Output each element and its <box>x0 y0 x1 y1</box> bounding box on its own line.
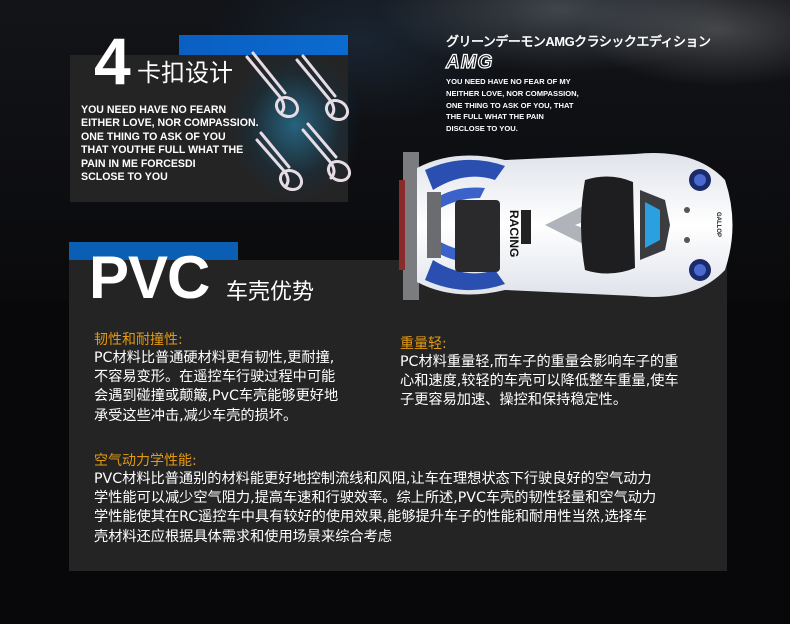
toughness-section: 韧性和耐撞性: PC材料比普通硬材料更有韧性,更耐撞, 不容易变形。在遥控车行驶… <box>94 331 338 426</box>
toughness-heading: 韧性和耐撞性: <box>94 332 183 348</box>
aerodynamics-section: 空气动力学性能: PVC材料比普通别的材料能更好地控制流线和风阻,让车在理想状态… <box>94 452 656 547</box>
amg-japanese-title: グリーンデーモンAMGクラシックエディション <box>446 34 711 49</box>
pvc-big-title: PVC <box>89 244 210 311</box>
clip-section-title: 卡扣设计 <box>137 59 233 87</box>
aerodynamics-text: PVC材料比普通别的材料能更好地控制流线和风阻,让车在理想状态下行驶良好的空气动… <box>94 471 657 545</box>
clip-section-number: 4 <box>94 24 131 98</box>
svg-text:GALLOP: GALLOP <box>715 212 721 237</box>
lightweight-section: 重量轻: PC材料重量轻,而车子的重量会影响车子的重 心和速度,较轻的车壳可以降… <box>400 335 679 411</box>
svg-text:RACING: RACING <box>507 210 521 257</box>
pvc-subtitle: 车壳优势 <box>226 280 315 305</box>
amg-text: YOU NEED HAVE NO FEAR OF MY NEITHER LOVE… <box>446 77 579 134</box>
clip-section-text: YOU NEED HAVE NO FEARN EITHER LOVE, NOR … <box>81 104 259 184</box>
pvc-accent-bar <box>69 242 238 260</box>
lightweight-text: PC材料重量轻,而车子的重量会影响车子的重 心和速度,较轻的车壳可以降低整车重量… <box>400 354 679 409</box>
body-clip-pins-icon <box>245 51 352 192</box>
toughness-text: PC材料比普通硬材料更有韧性,更耐撞, 不容易变形。在遥控车行驶过程中可能 会遇… <box>94 350 339 424</box>
rc-car-top-view-image: RACING GALLOP <box>399 152 733 300</box>
aerodynamics-heading: 空气动力学性能: <box>94 453 197 469</box>
amg-logo: AMG <box>445 52 494 73</box>
lightweight-heading: 重量轻: <box>400 336 447 352</box>
pvc-advantages-card <box>69 260 727 571</box>
